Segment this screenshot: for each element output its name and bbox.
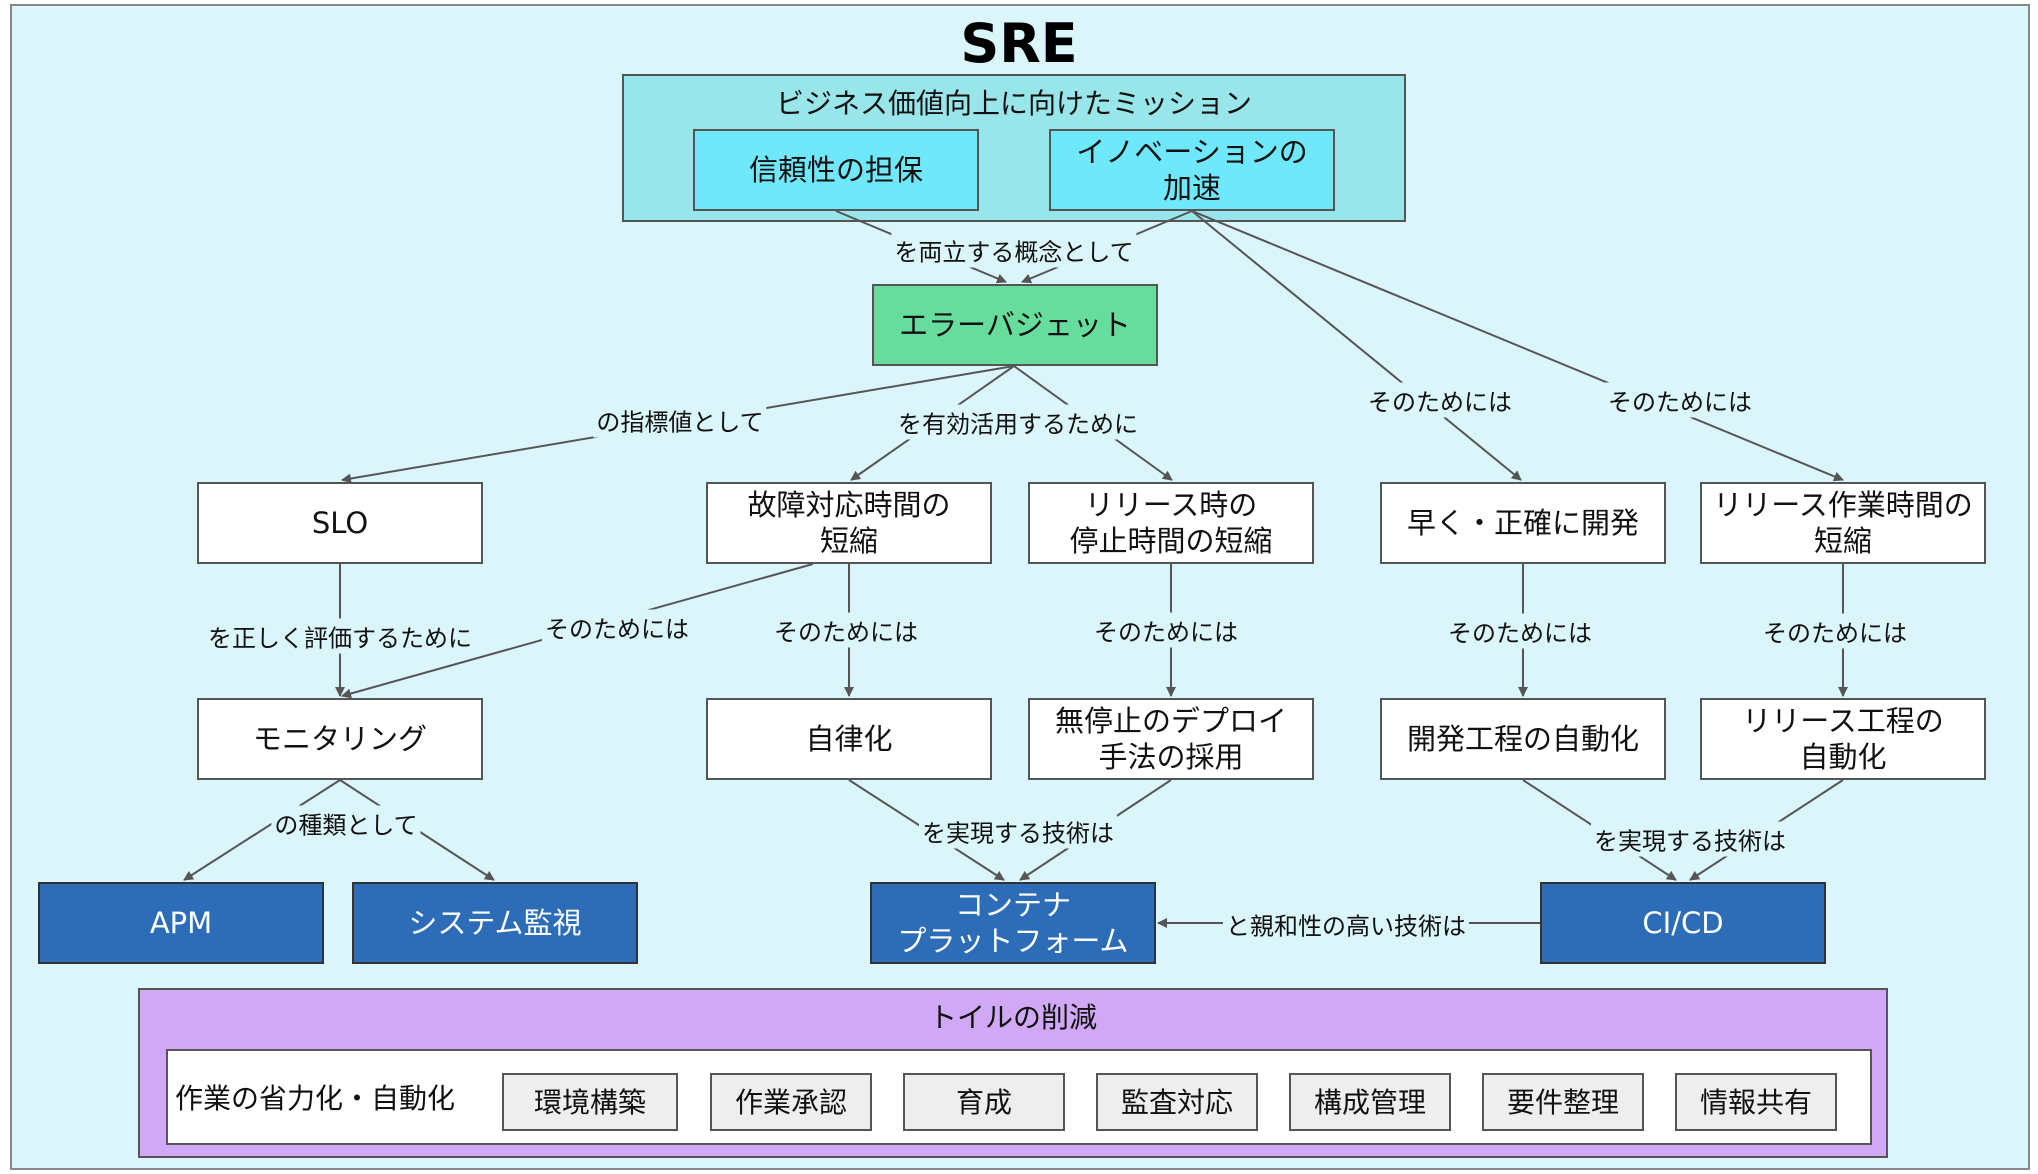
toil-item: 要件整理: [1482, 1073, 1644, 1131]
edge-label-evaluate: を正しく評価するために: [205, 618, 475, 654]
toil-caption: 作業の省力化・自動化: [175, 1082, 456, 1115]
container-platform-node: コンテナ プラットフォーム: [870, 882, 1156, 964]
mission-title: ビジネス価値向上に向けたミッション: [775, 87, 1252, 120]
edge-label-effective-use: を有効活用するために: [895, 404, 1141, 440]
innovation-node: イノベーションの 加速: [1049, 129, 1335, 211]
slo-node: SLO: [197, 482, 483, 564]
edge-label-for-that-5: そのためには: [1091, 612, 1241, 648]
edge-label-affinity: と親和性の高い技術は: [1223, 906, 1469, 942]
edge-innovation-fastdev: [1191, 210, 1522, 481]
edge-label-realize-2: を実現する技術は: [1591, 821, 1789, 857]
monitoring-node: モニタリング: [197, 698, 483, 780]
edge-label-for-that-7: そのためには: [1760, 613, 1910, 649]
cicd-node: CI/CD: [1540, 882, 1826, 964]
toil-item: 育成: [903, 1073, 1065, 1131]
release-downtime-node: リリース時の 停止時間の短縮: [1028, 482, 1314, 564]
edge-innovation-releasework: [1191, 210, 1844, 482]
edge-label-both: を両立する概念として: [891, 232, 1137, 268]
toil-item: 環境構築: [502, 1073, 678, 1131]
failure-time-node: 故障対応時間の 短縮: [706, 482, 992, 564]
release-automation-node: リリース工程の 自動化: [1700, 698, 1986, 780]
toil-item: 作業承認: [710, 1073, 872, 1131]
toil-item: 監査対応: [1096, 1073, 1258, 1131]
toil-item: 構成管理: [1289, 1073, 1451, 1131]
dev-automation-node: 開発工程の自動化: [1380, 698, 1666, 780]
autonomy-node: 自律化: [706, 698, 992, 780]
edge-label-realize-1: を実現する技術は: [919, 813, 1117, 849]
edge-label-for-that-3: そのためには: [542, 609, 692, 645]
fast-accurate-dev-node: 早く・正確に開発: [1380, 482, 1666, 564]
edge-label-for-that-1: そのためには: [1365, 382, 1515, 418]
edge-label-types: の種類として: [271, 805, 421, 841]
toil-item: 情報共有: [1675, 1073, 1837, 1131]
system-monitoring-node: システム監視: [352, 882, 638, 964]
error-budget-node: エラーバジェット: [872, 284, 1158, 366]
toil-title: トイルの削減: [928, 1001, 1097, 1034]
edge-label-for-that-4: そのためには: [771, 612, 921, 648]
edge-monitoring-apm: [183, 779, 341, 881]
release-work-time-node: リリース作業時間の 短縮: [1700, 482, 1986, 564]
zero-downtime-deploy-node: 無停止のデプロイ 手法の採用: [1028, 698, 1314, 780]
diagram-title: SRE: [960, 12, 1078, 75]
edge-label-for-that-6: そのためには: [1445, 613, 1595, 649]
edge-label-for-that-2: そのためには: [1605, 382, 1755, 418]
edge-label-indicator: の指標値として: [593, 402, 767, 438]
apm-node: APM: [38, 882, 324, 964]
reliability-node: 信頼性の担保: [693, 129, 979, 211]
